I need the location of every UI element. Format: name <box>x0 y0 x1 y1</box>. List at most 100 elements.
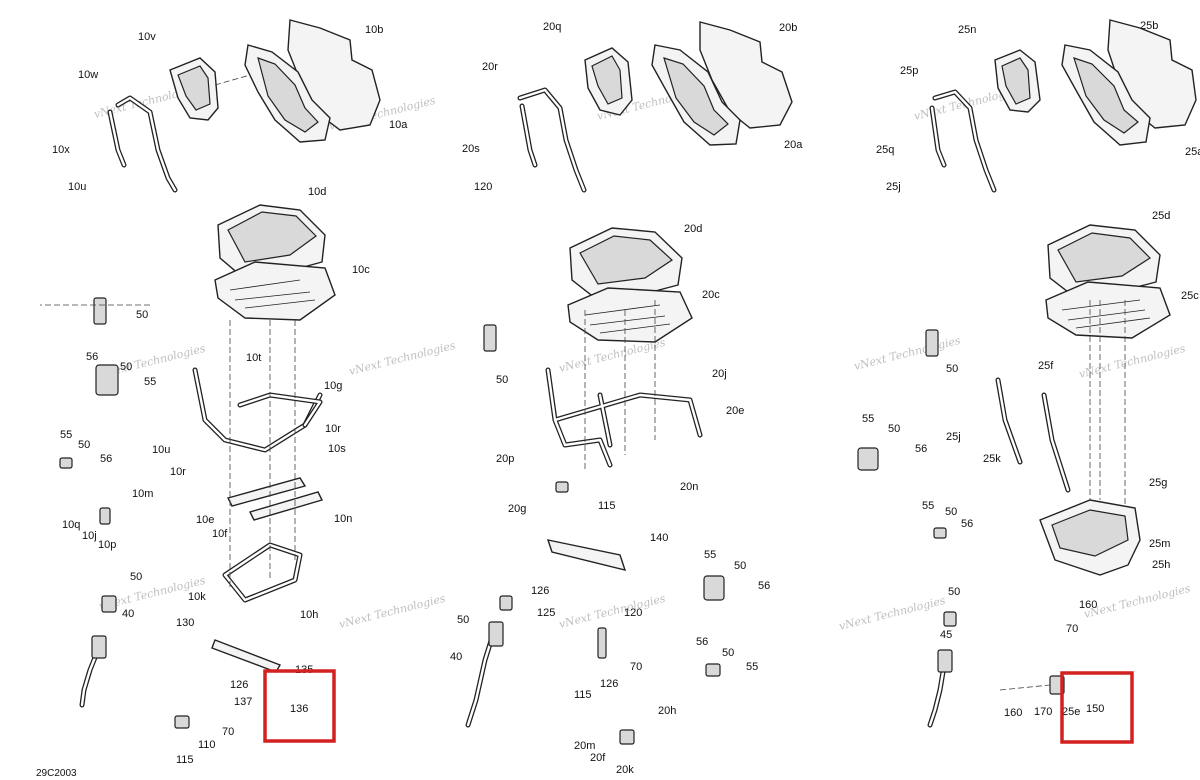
callout-label: 125 <box>537 607 555 619</box>
callout-label: 55 <box>704 549 716 561</box>
callout-label: 56 <box>100 453 112 465</box>
callout-label: 50 <box>496 374 508 386</box>
callout-label: 56 <box>758 580 770 592</box>
callout-label: 25n <box>958 24 976 36</box>
callout-label: 10a <box>389 119 408 131</box>
callout-label: 10k <box>188 591 206 603</box>
watermark-text: vNext Technologies <box>348 339 458 378</box>
callout-label: 20b <box>779 22 797 34</box>
callout-label: 20p <box>496 453 514 465</box>
callout-label: 55 <box>144 376 156 388</box>
callout-label: 25h <box>1152 559 1170 571</box>
callout-label: 70 <box>630 661 642 673</box>
callout-label: 10h <box>300 609 318 621</box>
callout-label: 50 <box>734 560 746 572</box>
callout-label: 25j <box>886 181 901 193</box>
callout-label: 70 <box>1066 623 1078 635</box>
callout-label: 25p <box>900 65 918 77</box>
callout-label: 50 <box>888 423 900 435</box>
callout-label: 40 <box>450 651 462 663</box>
callout-label: 20j <box>712 368 727 380</box>
callout-label: 56 <box>86 351 98 363</box>
callout-label: 25e <box>1062 706 1080 718</box>
watermark-text: vNext Technologies <box>1078 342 1188 381</box>
watermark-text: vNext Technologies <box>838 594 948 633</box>
watermark-text: vNext Technologies <box>1083 582 1193 621</box>
callout-label-highlighted: 150 <box>1086 703 1104 715</box>
callout-label: 25m <box>1149 538 1170 550</box>
callout-label: 120 <box>474 181 492 193</box>
callout-label: 50 <box>120 361 132 373</box>
right-assembly <box>857 19 1197 728</box>
callout-label: 10v <box>138 31 156 43</box>
callout-label: 126 <box>600 678 618 690</box>
callout-label: 110 <box>198 739 216 751</box>
callout-label: 10d <box>308 186 326 198</box>
callout-label: 20q <box>543 21 561 33</box>
callout-label: 170 <box>1034 706 1052 718</box>
watermark-text: vNext Technologies <box>338 592 448 631</box>
callout-label: 10c <box>352 264 370 276</box>
callout-label: 10p <box>98 539 116 551</box>
highlight-box-136 <box>263 669 336 743</box>
highlight-boxes <box>263 669 1134 744</box>
callout-label: 50 <box>136 309 148 321</box>
watermark-text: vNext Technologies <box>558 592 668 631</box>
callout-label: 56 <box>696 636 708 648</box>
callout-label: 50 <box>78 439 90 451</box>
callout-label: 115 <box>176 754 194 766</box>
callout-label: 20c <box>702 289 720 301</box>
callout-label: 20k <box>616 764 634 776</box>
callout-label: 10m <box>132 488 153 500</box>
callout-label: 130 <box>176 617 194 629</box>
callout-label: 55 <box>746 661 758 673</box>
callout-label: 10g <box>324 380 342 392</box>
callout-label: 120 <box>624 607 642 619</box>
callout-label: 50 <box>948 586 960 598</box>
callout-label: 10j <box>82 530 97 542</box>
callout-label: 10u <box>152 444 170 456</box>
callout-label: 20a <box>784 139 803 151</box>
highlight-box-150 <box>1060 671 1134 744</box>
callout-label: 50 <box>722 647 734 659</box>
callout-label: 10e <box>196 514 214 526</box>
callout-label: 115 <box>574 689 592 701</box>
callout-label: 55 <box>60 429 72 441</box>
callout-label: 50 <box>457 614 469 626</box>
callout-label: 25d <box>1152 210 1170 222</box>
callout-label: 10t <box>246 352 261 364</box>
callout-label: 50 <box>945 506 957 518</box>
callout-label: 10b <box>365 24 383 36</box>
callout-label: 160 <box>1004 707 1022 719</box>
callout-label: 20g <box>508 503 526 515</box>
callout-label: 25c <box>1181 290 1199 302</box>
callout-label: 55 <box>862 413 874 425</box>
callout-label: 10r <box>170 466 186 478</box>
callout-label: 40 <box>122 608 134 620</box>
callout-label: 45 <box>940 629 952 641</box>
callout-label: 50 <box>946 363 958 375</box>
callout-label: 56 <box>915 443 927 455</box>
callout-label: 10x <box>52 144 70 156</box>
callout-label-highlighted: 136 <box>290 703 308 715</box>
callout-label: 20r <box>482 61 498 73</box>
callout-label: 10f <box>212 528 228 540</box>
callout-label: 70 <box>222 726 234 738</box>
callout-label: 56 <box>961 518 973 530</box>
callout-label: 25a <box>1185 146 1200 158</box>
callout-label: 10w <box>78 69 98 81</box>
callout-label: 126 <box>230 679 248 691</box>
left-assembly <box>40 19 381 729</box>
middle-assembly <box>465 21 793 745</box>
callout-label: 20s <box>462 143 480 155</box>
callout-label: 140 <box>650 532 668 544</box>
callout-label: 20e <box>726 405 744 417</box>
callout-label: 25f <box>1038 360 1054 372</box>
callout-label: 20f <box>590 752 606 764</box>
callout-label: 50 <box>130 571 142 583</box>
callout-label: 20h <box>658 705 676 717</box>
callout-label: 25j <box>946 431 961 443</box>
callout-labels: 10v 10b 10w 10a 10x 10u 10d 10c 50 56 50 55 10t 10g 55… <box>52 20 1200 776</box>
callout-label: 25q <box>876 144 894 156</box>
callout-label: 137 <box>234 696 252 708</box>
